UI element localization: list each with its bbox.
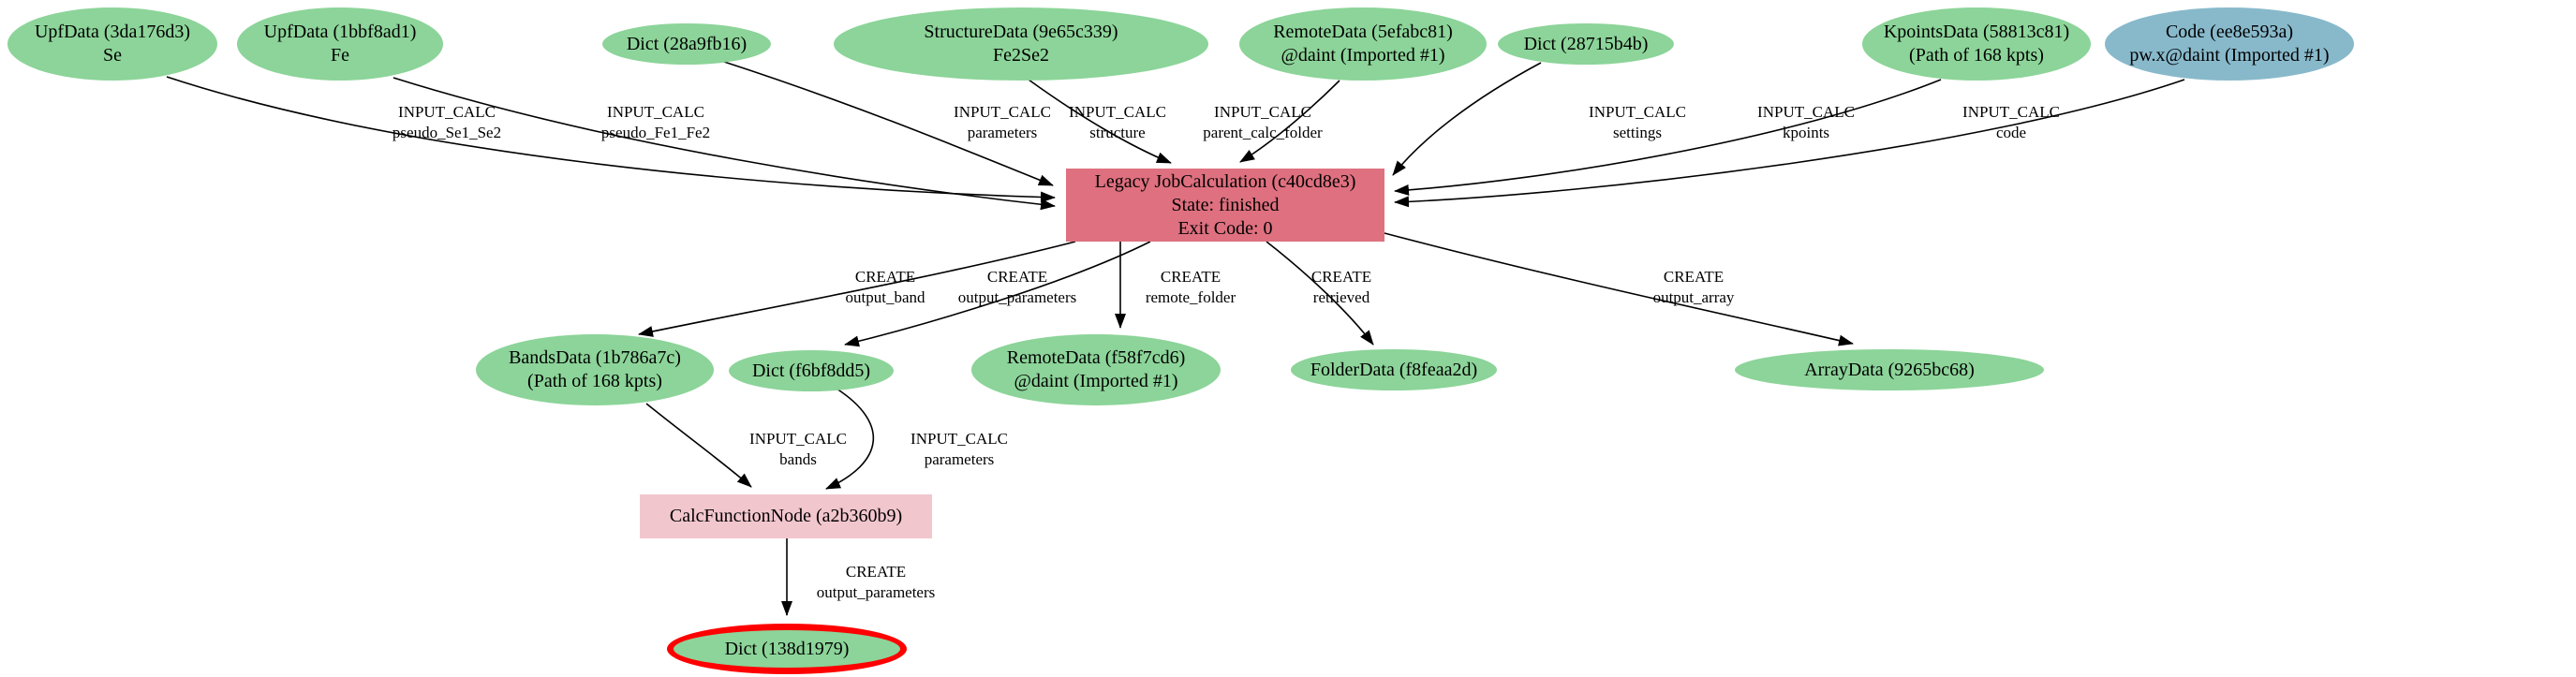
node-bandsdata-1b786a7c: BandsData (1b786a7c) (Path of 168 kpts)	[476, 334, 714, 405]
edge-label-pseudo-fe1-fe2: INPUT_CALC pseudo_Fe1_Fe2	[600, 103, 711, 141]
node-label: Fe2Se2	[993, 45, 1049, 66]
edge-create-retrieved	[1266, 241, 1374, 346]
edge-create-output-array	[1384, 232, 1854, 346]
node-kpointsdata-58813c81: KpointsData (58813c81) (Path of 168 kpts…	[1862, 7, 2091, 81]
edge-input-calc-settings	[1392, 62, 1542, 176]
node-structuredata-9e65c339: StructureData (9e65c339) Fe2Se2	[834, 7, 1208, 81]
edge-label-bands: INPUT_CALC bands	[749, 430, 847, 468]
edge-input-calc-kpoints	[1394, 79, 1942, 196]
node-label: Dict (f6bf8dd5)	[751, 360, 871, 381]
node-dict-138d1979-highlighted: Dict (138d1979)	[667, 624, 907, 674]
node-folderdata-f8feaa2d: FolderData (f8feaa2d)	[1291, 349, 1497, 390]
node-label: RemoteData (f58f7cd6)	[1006, 347, 1186, 368]
node-calcfunctionnode-a2b360b9: CalcFunctionNode (a2b360b9)	[640, 494, 932, 538]
edge-create-output-band	[638, 241, 1076, 337]
edge-input-calc-parameters-bottom	[825, 388, 874, 490]
node-label: FolderData (f8feaa2d)	[1310, 359, 1478, 380]
node-dict-28715b4b: Dict (28715b4b)	[1498, 23, 1674, 65]
node-label: Dict (28a9fb16)	[626, 33, 748, 54]
edge-input-calc-pseudo-fe1-fe2	[392, 77, 1056, 211]
node-code-ee8e593a: Code (ee8e593a) pw.x@daint (Imported #1)	[2105, 7, 2354, 81]
node-label: State: finished	[1171, 194, 1280, 215]
node-remotedata-5efabc81: RemoteData (5efabc81) @daint (Imported #…	[1239, 7, 1487, 81]
node-upfdata-1bbf8ad1: UpfData (1bbf8ad1) Fe	[237, 7, 443, 81]
node-label: (Path of 168 kpts)	[1909, 45, 2044, 66]
node-label: UpfData (1bbf8ad1)	[263, 22, 417, 42]
node-label: RemoteData (5efabc81)	[1273, 22, 1453, 42]
node-label: Code (ee8e593a)	[2165, 22, 2294, 42]
edge-input-calc-pseudo-se1-se2	[166, 76, 1056, 203]
node-label: BandsData (1b786a7c)	[509, 347, 681, 368]
edge-label-parameters-top: INPUT_CALC parameters	[954, 103, 1051, 141]
edge-label-parameters-bottom: INPUT_CALC parameters	[910, 430, 1008, 468]
edge-label-pseudo-se1-se2: INPUT_CALC pseudo_Se1_Se2	[392, 103, 502, 141]
node-label: StructureData (9e65c339)	[924, 22, 1118, 42]
node-label: pw.x@daint (Imported #1)	[2129, 45, 2330, 66]
node-label: Fe	[331, 45, 349, 66]
edge-input-calc-structure	[1028, 79, 1172, 164]
node-label: Se	[103, 45, 122, 66]
edge-label-retrieved: CREATE retrieved	[1310, 268, 1372, 306]
node-label: @daint (Imported #1)	[1281, 45, 1445, 66]
node-upfdata-3da176d3: UpfData (3da176d3) Se	[7, 7, 217, 81]
node-label: Exit Code: 0	[1177, 217, 1273, 239]
edge-label-output-array: CREATE output_array	[1652, 268, 1735, 306]
edge-label-output-parameters: CREATE output_parameters	[957, 268, 1077, 306]
node-dict-28a9fb16: Dict (28a9fb16)	[602, 23, 771, 65]
edge-label-code: INPUT_CALC code	[1962, 103, 2060, 141]
node-label: Dict (138d1979)	[724, 638, 850, 659]
node-label: ArrayData (9265bc68)	[1804, 359, 1975, 380]
edge-label-parent-calc-folder: INPUT_CALC parent_calc_folder	[1203, 103, 1323, 141]
node-label: @daint (Imported #1)	[1014, 371, 1178, 391]
edge-input-calc-parameters-top	[720, 60, 1054, 186]
edge-label-settings: INPUT_CALC settings	[1589, 103, 1686, 141]
edge-input-calc-bands	[645, 403, 752, 488]
edge-label-kpoints: INPUT_CALC kpoints	[1757, 103, 1855, 141]
node-label: Dict (28715b4b)	[1523, 33, 1649, 54]
node-remotedata-f58f7cd6: RemoteData (f58f7cd6) @daint (Imported #…	[971, 334, 1221, 405]
node-label: UpfData (3da176d3)	[34, 22, 191, 42]
edge-input-calc-parent-calc-folder	[1239, 80, 1340, 163]
edge-input-calc-code	[1394, 79, 2185, 208]
edge-create-output-parameters	[844, 241, 1151, 347]
node-label: KpointsData (58813c81)	[1883, 22, 2070, 42]
node-arraydata-9265bc68: ArrayData (9265bc68)	[1735, 349, 2044, 390]
edge-label-output-band: CREATE output_band	[845, 268, 925, 306]
edge-label-remote-folder: CREATE remote_folder	[1145, 268, 1236, 306]
node-dict-f6bf8dd5: Dict (f6bf8dd5)	[729, 350, 894, 391]
node-legacy-jobcalculation-c40cd8e3: Legacy JobCalculation (c40cd8e3) State: …	[1066, 169, 1384, 242]
node-label: CalcFunctionNode (a2b360b9)	[669, 506, 903, 526]
node-label: Legacy JobCalculation (c40cd8e3)	[1094, 170, 1356, 192]
node-label: (Path of 168 kpts)	[527, 371, 662, 391]
edge-label-output-parameters-final: CREATE output_parameters	[816, 563, 936, 601]
edge-label-structure: INPUT_CALC structure	[1069, 103, 1166, 141]
